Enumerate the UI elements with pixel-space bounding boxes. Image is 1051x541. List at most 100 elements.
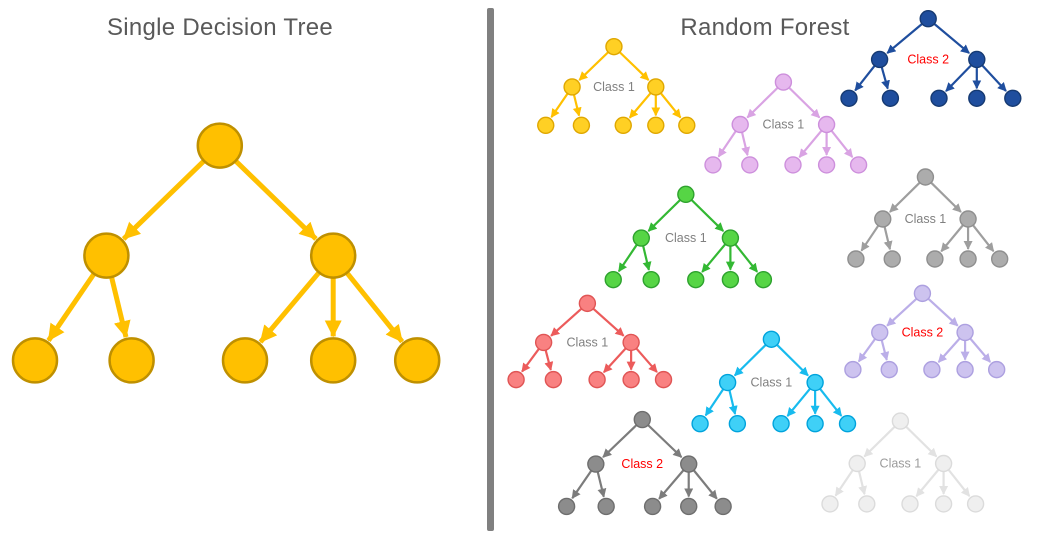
tree-node [678,116,696,135]
tree-node [680,455,698,473]
tree-node [309,337,357,384]
tree-node [647,78,665,96]
tree-node [881,89,900,107]
forest-tree-darkblue: Class 2 [840,10,1022,107]
tree-node [838,415,857,433]
tree-edge [578,50,610,81]
tree-edge [968,337,992,363]
tree-node [687,270,705,289]
tree-node [108,337,155,384]
tree-node [919,10,937,28]
tree-edge [704,387,725,417]
tree-class-label: Class 2 [621,457,663,471]
tree-node [534,333,553,352]
tree-node [721,270,740,289]
tree-edge [692,468,718,500]
tree-node [643,497,662,516]
tree-edge [591,307,625,337]
tree-node [507,370,525,389]
tree-edge [628,91,653,119]
tree-class-label: Class 1 [880,457,922,471]
tree-node [916,168,935,186]
tree-edge [572,93,582,117]
tree-node [821,495,839,513]
tree-edge [798,129,823,158]
tree-node [806,373,824,392]
tree-edge [618,50,650,81]
tree-node [309,232,357,279]
tree-node [874,210,892,228]
tree-node [544,370,563,389]
tree-edge [344,270,405,344]
tree-node [654,370,673,389]
tree-node [604,270,622,289]
tree-edge [932,22,970,54]
tree-edge [521,347,541,373]
tree-node [968,50,986,69]
tree-class-label: Class 1 [763,118,805,132]
tree-node [926,250,944,268]
tree-node [597,497,615,516]
tree-edge [641,244,652,271]
tree-node [848,454,866,473]
tree-node [990,250,1009,268]
tree-node [647,116,665,135]
tree-edge [945,63,973,92]
tree-edge [929,181,962,213]
tree-node [844,360,862,379]
tree-edge [659,91,682,119]
tree-node [817,156,836,174]
tree-edge [904,425,938,458]
tree-edge [634,346,658,373]
tree-class-label: Class 1 [905,212,947,226]
tree-node [563,78,581,96]
tree-edge [818,387,843,417]
tree-node [987,360,1006,379]
tree-node [849,156,868,174]
tree-node [806,415,824,433]
tree-edge [733,343,768,377]
random-forest-title: Random Forest [680,14,850,41]
tree-node [632,229,650,247]
tree-edge [940,223,965,253]
tree-node [956,360,974,379]
tree-node [721,229,740,247]
tree-node [959,250,977,268]
tree-node [622,370,640,389]
tree-node [704,156,722,174]
tree-edge [746,86,780,119]
tree-node [680,497,698,516]
tree-class-label: Class 1 [567,335,609,349]
tree-edge [596,470,607,498]
tree-edge [233,158,318,241]
tree-node [677,185,695,204]
tree-edge [658,468,686,500]
tree-node [622,333,640,352]
tree-node [578,294,597,313]
tree-edge [863,425,897,458]
tree-edge [830,129,854,158]
forest-tree-plum: Class 1 [704,73,868,174]
tree-node [83,232,130,279]
tree-edge [880,65,890,90]
tree-edge [886,22,924,54]
tree-node [605,37,623,56]
tree-edge [886,297,919,327]
tree-edge [617,243,639,273]
forest-tree-palegray: Class 1 [821,412,985,513]
tree-edge [834,468,855,497]
tree-class-label: Class 1 [751,376,793,390]
tree-edge [860,224,880,252]
tree-edge [857,337,877,363]
tree-node [901,495,919,513]
forest-tree-yellow: Class 1 [537,37,696,135]
tree-edge [883,225,893,251]
tree-edge [889,181,922,213]
tree-edge [880,338,890,361]
tree-node [840,89,858,107]
tree-node [572,116,591,135]
tree-node [934,454,953,473]
tree-edge [787,86,821,119]
tree-node [934,495,953,513]
